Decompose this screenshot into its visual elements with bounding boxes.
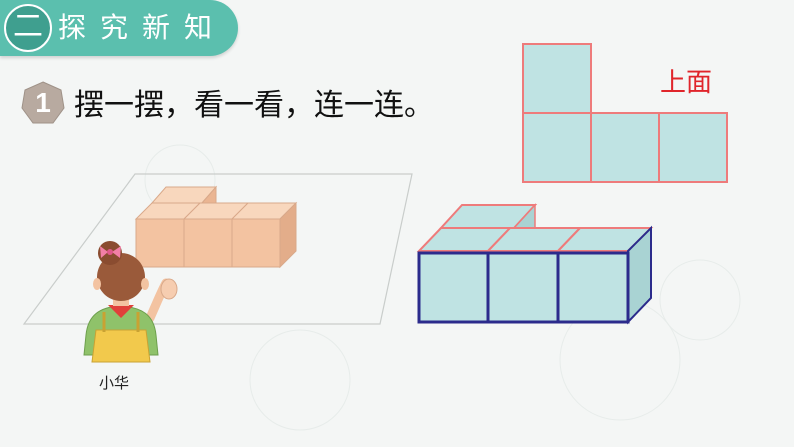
instruction-text: 摆一摆，看一看，连一连。: [74, 88, 434, 123]
orange-cube-model: [134, 185, 298, 269]
section-number: 二: [13, 9, 43, 44]
section-number-circle: [4, 4, 52, 52]
top-view-label: 上面: [660, 68, 713, 98]
table-surface: [22, 173, 413, 325]
top-view-diagram: [522, 43, 728, 183]
step-badge: [21, 81, 65, 124]
character-name-label: 小华: [99, 374, 130, 392]
blue-cube-model: [416, 203, 654, 325]
girl-character: [83, 241, 178, 363]
section-title: 探究新知: [58, 11, 227, 44]
step-number: 1: [35, 87, 51, 118]
